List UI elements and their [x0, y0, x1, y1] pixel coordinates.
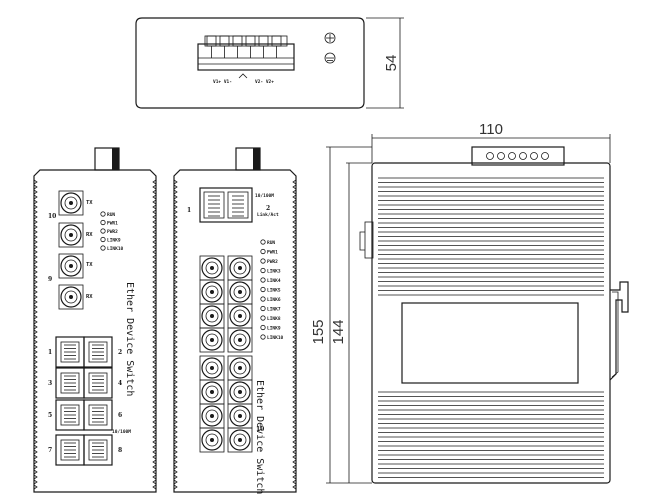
rj45-port-number: 5 [48, 412, 52, 419]
fiber-port [227, 427, 253, 453]
top-view: V1+ V1- V2- V2+ 54 [135, 17, 404, 109]
label-window [401, 302, 579, 384]
led-label: RUN [107, 212, 115, 218]
led-label: LINK8 [267, 316, 281, 322]
led-indicator [260, 239, 266, 245]
led-label: LINK10 [107, 246, 124, 252]
front-view-b: 1 2 10/100M Link/Act RUN PWR1PWR2LINK3LIN… [173, 147, 297, 494]
din-rail-clip [609, 281, 629, 381]
led-label: LINK9 [267, 325, 281, 331]
ground-screw-icon [324, 32, 336, 44]
led-label: RUN [267, 240, 275, 246]
side-view: 110 155 144 [310, 121, 629, 484]
led-indicator [260, 286, 266, 293]
led-label: PWR2 [267, 259, 278, 265]
port-10-label-b: 10 [256, 426, 264, 433]
sfp-link-label: Link/Act [257, 212, 279, 218]
fiber-port [58, 190, 84, 216]
dimension-body-label: 144 [330, 319, 347, 344]
device-name-vertical-b: Ether Device Switch [254, 380, 265, 494]
terminal-screw-icon [519, 152, 527, 160]
led-indicator [260, 305, 266, 312]
rj45-port-number: 2 [118, 349, 122, 356]
led-indicator [100, 219, 106, 226]
led-label: PWR1 [107, 220, 118, 226]
led-label: PWR2 [107, 229, 118, 235]
dimension-width-label: 110 [479, 121, 503, 138]
fiber-port [58, 284, 84, 310]
fiber-port [199, 427, 225, 453]
led-indicator [260, 267, 266, 274]
terminal-screw-icon [530, 152, 538, 160]
side-housing [371, 162, 611, 484]
dimension-total-label: 155 [310, 319, 327, 344]
led-label: LINK3 [267, 268, 281, 274]
rj45-port-number: 3 [48, 380, 52, 387]
led-label: LINK10 [267, 335, 284, 341]
dimension-height-label: 54 [383, 55, 400, 72]
port-9-label: 9 [48, 276, 52, 283]
housing-outline-b [173, 169, 297, 493]
rj45-port-number: 8 [118, 447, 122, 454]
led-indicator [100, 211, 106, 217]
led-indicator [260, 315, 266, 321]
led-indicator [260, 296, 266, 302]
rx-label: RX [86, 232, 93, 238]
rj45-port [83, 336, 113, 368]
led-indicator [260, 324, 266, 331]
rj45-port [83, 399, 113, 431]
rj45-port-number: 4 [118, 380, 122, 387]
led-label: LINK5 [267, 287, 281, 293]
terminal-screw-icon [508, 152, 516, 160]
rj45-port-number: 1 [48, 349, 52, 356]
sfp-port-1-label: 1 [187, 207, 191, 214]
led-indicator [260, 277, 266, 283]
terminal-label-v1: V1+ V1- [213, 79, 232, 85]
fiber-port [58, 222, 84, 248]
terminal-screw-icon [486, 152, 494, 160]
sfp-port-2-label: 2 [266, 205, 270, 212]
led-indicator [100, 245, 106, 251]
housing-outline-a [33, 169, 157, 493]
terminal-screw-icon [541, 152, 549, 160]
front-view-a: 10 9 TX RX TX RX RUNPWR1PWR2LINK9LINK10 … [33, 147, 157, 493]
speed-label: 10/100M [112, 429, 131, 435]
relay-icon [238, 73, 248, 79]
terminal-block [197, 43, 295, 71]
led-indicator [100, 228, 106, 234]
terminal-label-v2: V2- V2+ [255, 79, 274, 85]
rj45-port-number: 7 [48, 447, 52, 454]
led-indicator [260, 258, 266, 264]
fiber-port [227, 327, 253, 353]
side-terminal-block [471, 146, 565, 166]
led-indicator [100, 236, 106, 243]
tx-label: TX [86, 200, 93, 206]
rj45-port-number: 6 [118, 412, 122, 419]
rj45-port [83, 367, 113, 399]
sfp-speed-label: 10/100M [255, 193, 274, 199]
tx-label: TX [86, 262, 93, 268]
ground-symbol-icon [324, 52, 336, 64]
led-indicator [260, 248, 266, 255]
port-10-label: 10 [48, 213, 56, 220]
led-label: LINK9 [107, 237, 121, 243]
fiber-port [199, 327, 225, 353]
device-name-vertical: Ether Device Switch [124, 282, 135, 396]
led-label: LINK4 [267, 278, 281, 284]
led-label: PWR1 [267, 249, 278, 255]
led-label: LINK7 [267, 306, 281, 312]
led-label: LINK6 [267, 297, 281, 303]
sfp-cage [199, 187, 253, 223]
fiber-port [58, 253, 84, 279]
rx-label: RX [86, 294, 93, 300]
led-indicator [260, 334, 266, 340]
terminal-screw-icon [497, 152, 505, 160]
rj45-port [83, 434, 113, 466]
